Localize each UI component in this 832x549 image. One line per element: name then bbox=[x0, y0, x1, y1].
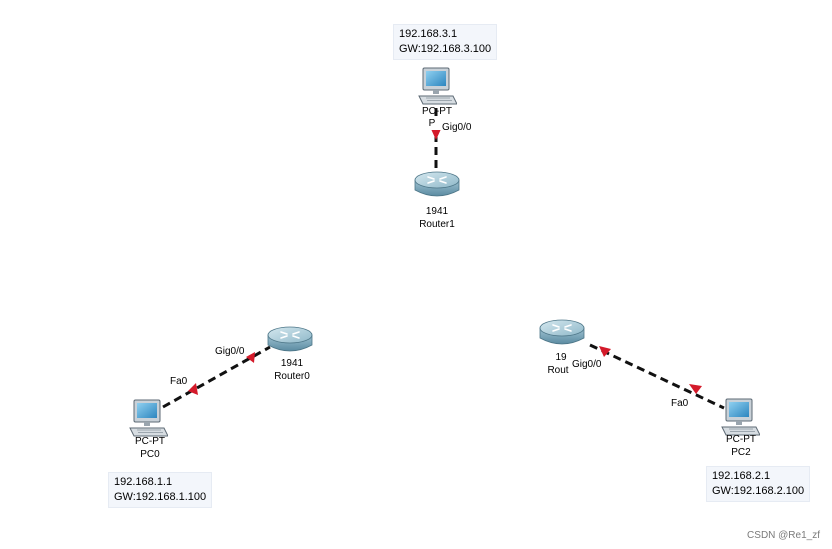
pc0-type-label: PC-PT bbox=[135, 436, 165, 447]
router2-name-label: Rout bbox=[547, 365, 569, 376]
pc2-address-note: 192.168.2.1 GW:192.168.2.100 bbox=[706, 466, 811, 502]
pc2-port-label: Fa0 bbox=[671, 398, 689, 409]
link-status-triangle-icon bbox=[431, 129, 441, 140]
pc1-ip: 192.168.3.1 bbox=[399, 28, 458, 40]
router1-model-label: 1941 bbox=[425, 206, 449, 217]
router-icon[interactable] bbox=[414, 171, 460, 197]
link-status-triangle-icon bbox=[188, 383, 198, 395]
pc-icon[interactable] bbox=[129, 399, 168, 437]
link-status-triangle-icon bbox=[689, 384, 702, 394]
router-icon[interactable] bbox=[267, 326, 313, 352]
pc2-type-label: PC-PT bbox=[726, 434, 756, 445]
pc-icon[interactable] bbox=[721, 398, 760, 436]
watermark: CSDN @Re1_zf bbox=[747, 530, 820, 541]
pc1-name-label: P bbox=[422, 118, 442, 130]
link-pc0-router0[interactable] bbox=[162, 345, 271, 409]
router-icon[interactable] bbox=[539, 319, 585, 345]
router0-name-label: Router0 bbox=[274, 371, 310, 382]
pc2-ip: 192.168.2.1 bbox=[712, 470, 771, 482]
router1-name-label: Router1 bbox=[419, 219, 455, 230]
router2-port-label: Gig0/0 bbox=[572, 359, 602, 371]
pc0-port-label: Fa0 bbox=[170, 376, 188, 387]
pc0-ip: 192.168.1.1 bbox=[114, 476, 173, 488]
pc1-address-note: 192.168.3.1 GW:192.168.3.100 bbox=[393, 24, 498, 60]
pc1-gateway: GW:192.168.3.100 bbox=[399, 43, 492, 55]
pc2-gateway: GW:192.168.2.100 bbox=[712, 485, 805, 497]
pc1-type-label: PC-PT bbox=[422, 106, 452, 117]
link-status-triangle-icon bbox=[599, 346, 611, 357]
link-status-triangle-icon bbox=[246, 352, 255, 363]
router0-port-label: Gig0/0 bbox=[215, 346, 245, 357]
router0-model-label: 1941 bbox=[280, 358, 304, 369]
link-router2-pc2[interactable] bbox=[589, 343, 725, 410]
pc0-gateway: GW:192.168.1.100 bbox=[114, 491, 207, 503]
link-pc1-router1[interactable] bbox=[431, 108, 441, 172]
router2-model-label: 19 bbox=[555, 352, 567, 363]
pc1-port-label: Gig0/0 bbox=[442, 122, 472, 133]
pc0-name-label: PC0 bbox=[140, 449, 160, 460]
pc2-name-label: PC2 bbox=[731, 447, 751, 458]
pc-icon[interactable] bbox=[418, 67, 457, 105]
pc0-address-note: 192.168.1.1 GW:192.168.1.100 bbox=[108, 472, 213, 508]
